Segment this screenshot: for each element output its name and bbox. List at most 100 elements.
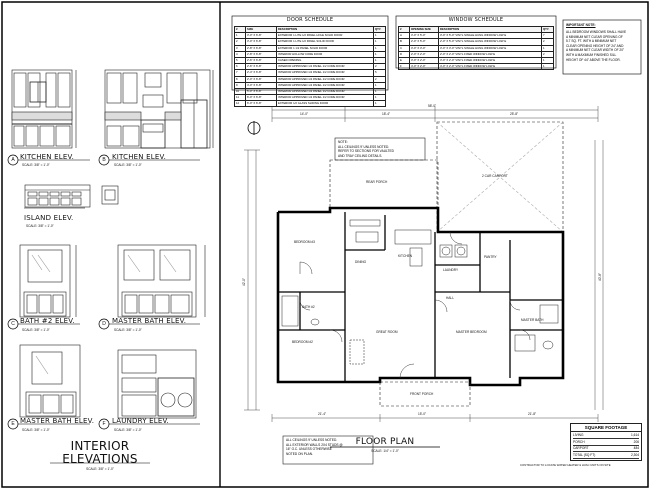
square-footage-row: PORCH 206 [573, 439, 639, 446]
square-footage-row: TOTAL (SQ FT) 2,304 [573, 452, 639, 459]
dimension-lines [244, 106, 604, 422]
important-note-line: HEIGHT OF 44" ABOVE THE FLOOR. [566, 57, 621, 62]
interior-title-line1: INTERIOR [70, 439, 130, 453]
rear-porch-outline [329, 159, 439, 209]
door-schedule-title: DOOR SCHEDULE [286, 17, 334, 23]
plan-note-line: REFER TO SECTIONS FOR VAULTED [338, 149, 394, 154]
plan-note-line: AND TRAY CEILING DETAILS. [338, 153, 383, 158]
elev-c-marker: C [11, 321, 15, 327]
bottom-note-line: 16" O.C. UNLESS OTHERWISE [286, 447, 332, 452]
kitchen-elevation-b [104, 69, 214, 149]
floor-plan-scale: SCALE: 1/4" = 1'-0" [371, 449, 399, 453]
room-great-room: GREAT ROOM [376, 330, 398, 334]
plan-note-line: NOTE: [338, 140, 348, 144]
window_schedule-cell: F [398, 63, 410, 71]
elev-a-scale: SCALE: 3/8" = 1'-0" [22, 163, 50, 167]
interior-title-scale: SCALE: 3/8" = 1'-0" [86, 467, 114, 471]
room-rear-porch: REAR PORCH [366, 180, 388, 184]
contractor-note: CONTRACTOR TO LOCATE WATER HEATER & HVAC… [520, 463, 611, 467]
elev-c-scale: SCALE: 3/8" = 1'-0" [22, 328, 50, 332]
dim-overall-left: 42'-0" [242, 277, 247, 287]
room-master-bath: MASTER BATH [521, 318, 544, 322]
square-footage-label: PORCH [573, 439, 585, 444]
front-porch-outline [379, 381, 471, 407]
dim-bot3: 21'-8" [528, 412, 537, 416]
window_schedule-cell: 1 [541, 63, 554, 71]
room-dining: DINING [355, 260, 367, 264]
dim-overall-top: 58'-0" [428, 104, 437, 108]
important-note-line: A MINIMUM NET CLEAR WIDTH OF 20" [566, 48, 625, 53]
square-footage-value: 1,614 [631, 433, 639, 437]
elev-e-marker: E [11, 421, 15, 427]
square-footage-value: 2,304 [631, 452, 639, 457]
room-laundry: LAUNDRY [443, 268, 459, 272]
dim-seg1: 14'-0" [300, 112, 309, 116]
island-elevation [24, 184, 119, 208]
plan-note-line: ALL CEILINGS 9' UNLESS NOTED. [338, 144, 390, 149]
square-footage-value: 484 [633, 446, 639, 450]
elev-d-marker: D [102, 321, 106, 327]
important-note-line: 5.7 SQ. FT. WITH A MINIMUM NET [566, 39, 617, 44]
door_schedule-cell: 6'-0" X 6'-8" [245, 100, 277, 108]
square-footage-row: CARPORT 484 [573, 445, 639, 452]
elev-e-scale: SCALE: 3/8" = 1'-0" [22, 428, 50, 432]
elev-e-label: MASTER BATH ELEV. [20, 417, 95, 425]
elev-b-marker: B [102, 157, 106, 163]
room-bath2: BATH #2 [302, 305, 315, 309]
laundry-elevation [117, 349, 197, 419]
square-footage-row: LIVING 1,614 [573, 432, 639, 439]
elev-b-scale: SCALE: 3/8" = 1'-0" [114, 163, 142, 167]
room-carport: 2 CAR CARPORT [482, 174, 508, 178]
elev-a-label: KITCHEN ELEV. [20, 153, 75, 161]
square-footage-label: LIVING [573, 433, 584, 437]
square-footage-value: 206 [633, 439, 639, 444]
bottom-note-line: ALL CEILINGS 9' UNLESS NOTED. [286, 438, 338, 442]
elev-a-marker: A [11, 157, 15, 163]
elev-d-scale: SCALE: 3/8" = 1'-0" [114, 328, 142, 332]
important-note-title: IMPORTANT NOTE: [566, 23, 596, 27]
room-pantry: PANTRY [484, 255, 497, 259]
plan-note: NOTE:ALL CEILINGS 9' UNLESS NOTED.REFER … [338, 140, 424, 158]
room-bedroom2: BEDROOM #2 [292, 340, 313, 344]
dim-seg2: 18'-4" [382, 112, 391, 116]
bottom-note: ALL CEILINGS 9' UNLESS NOTED.ALL EXTERIO… [286, 438, 372, 456]
interior-title-line2: ELEVATIONS [62, 452, 138, 466]
kitchen-elevation-a [11, 69, 77, 149]
elev-island-label: ISLAND ELEV. [24, 214, 74, 222]
important-note-line: A MINIMUM NET CLEAR OPENING OF [566, 34, 623, 39]
window-schedule-title: WINDOW SCHEDULE [448, 17, 504, 23]
dim-overall-right: 40'-8" [598, 272, 603, 282]
carport-outline [436, 121, 564, 233]
elev-d-label: MASTER BATH ELEV. [112, 317, 187, 325]
elev-f-label: LAUNDRY ELEV. [112, 417, 169, 425]
window_schedule-cell: 4'-0" X 2'-0" [409, 63, 439, 71]
dim-seg3: 25'-8" [510, 112, 519, 116]
important-note-line: ALL BEDROOM WINDOWS SHALL HAVE [566, 30, 627, 34]
door-swings [299, 231, 531, 379]
elev-island-scale: SCALE: 3/8" = 1'-0" [26, 224, 54, 228]
bath2-elevation [19, 244, 77, 318]
door_schedule-cell: 12 [234, 100, 246, 108]
master-bath-elevation-e [19, 344, 81, 418]
master-bath-elevation-d [117, 244, 206, 318]
elev-f-marker: F [102, 421, 106, 427]
room-bedroom3: BEDROOM #3 [294, 240, 315, 244]
square-footage-label: CARPORT [573, 446, 589, 450]
door_schedule-cell: 1 [373, 100, 386, 108]
interior-walls [278, 212, 563, 382]
room-master-bedroom: MASTER BEDROOM [456, 330, 487, 334]
floor-plan-title: FLOOR PLAN [355, 437, 415, 447]
important-note-line: WITH A MAXIMUM FINISHED SILL [566, 52, 617, 57]
dim-bot1: 21'-4" [318, 412, 327, 416]
room-front-porch: FRONT PORCH [410, 392, 434, 396]
square-footage-label: TOTAL (SQ FT) [573, 452, 596, 457]
room-hall: HALL [446, 296, 454, 300]
